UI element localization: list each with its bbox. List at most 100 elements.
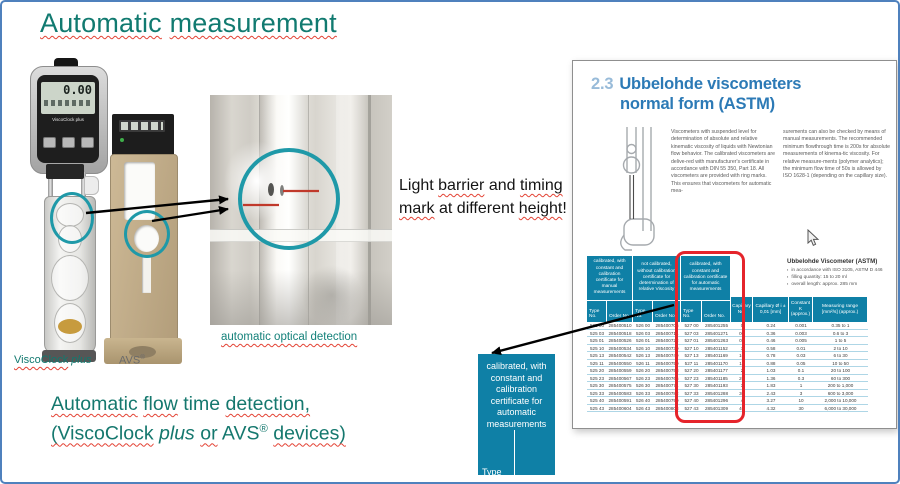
table-cell: 526 00 bbox=[633, 322, 653, 330]
table-cell: 0.78 bbox=[753, 352, 789, 360]
table-cell: 2 to 10 bbox=[813, 345, 868, 352]
viscoclock-label: ViscoClock plus bbox=[14, 354, 92, 366]
table-cell: 525 01 bbox=[587, 337, 607, 345]
callout-columns: Type No. Order No. bbox=[478, 430, 555, 482]
table-cell: 0.3 bbox=[789, 375, 813, 382]
table-group-manual: calibrated, with constant and calibratio… bbox=[587, 256, 632, 300]
table-cell: 3.27 bbox=[753, 397, 789, 405]
callout-text: calibrated, with constant and calibratio… bbox=[486, 361, 547, 429]
lcd-value: 0.00 bbox=[63, 83, 92, 97]
col-header-constant-k: Constant K (approx.) bbox=[789, 256, 812, 322]
table-cell: 0.46 bbox=[753, 337, 789, 345]
table-cell: 0.88 bbox=[753, 360, 789, 367]
viscoclock-faceplate-label: ViscoClock plus bbox=[52, 117, 84, 122]
table-cell: 527 01 bbox=[681, 337, 702, 345]
table-cell: 285400534 bbox=[607, 345, 633, 352]
table-cell: 285400749 bbox=[653, 352, 681, 360]
table-cell: 285401169 bbox=[702, 352, 731, 360]
table-cell: 285401152 bbox=[702, 345, 731, 352]
table-cell: 285400774 bbox=[653, 382, 681, 390]
viscoclock-device-image: 0.00 ViscoClock plus bbox=[26, 58, 110, 362]
table-cell: 527 40 bbox=[681, 397, 702, 405]
table-cell: 526 43 bbox=[633, 405, 653, 412]
table-group-relative: not calibrated, without calibration cert… bbox=[633, 256, 680, 300]
table-cell: 285400583 bbox=[607, 390, 633, 397]
table-group-automatic: calibrated, with constant and calibratio… bbox=[681, 256, 730, 300]
table-cell: 285401296 bbox=[702, 397, 731, 405]
table-cell: 285400766 bbox=[653, 375, 681, 382]
avs-display bbox=[119, 120, 165, 132]
table-cell: 525 33 bbox=[587, 390, 607, 397]
table-cell: 1.83 bbox=[753, 382, 789, 390]
viscoclock-bottom-cap bbox=[42, 350, 96, 362]
table-cell: 525 30 bbox=[587, 382, 607, 390]
viscoclock-clamp bbox=[46, 164, 84, 179]
table-cell: 527 00 bbox=[681, 322, 702, 330]
table-cell: 0.35 to 1 bbox=[813, 322, 868, 330]
col-header-measuring-range: Measuring range [mm²/s] (approx.) bbox=[813, 256, 867, 322]
table-cell: 527 13 bbox=[681, 352, 702, 360]
viscometer-diagram bbox=[620, 127, 655, 251]
col-header-order: Order No. bbox=[702, 301, 730, 322]
table-cell: 20 to 100 bbox=[813, 367, 868, 375]
doc-heading-line1: Ubbelohde viscometers bbox=[619, 75, 802, 93]
table-cell: 600 to 3,000 bbox=[813, 390, 868, 397]
table-cell: 527 03 bbox=[681, 330, 702, 337]
table-cell: 525 43 bbox=[587, 405, 607, 412]
avs-slot bbox=[142, 255, 151, 293]
table-cell: 285400567 bbox=[607, 375, 633, 382]
table-cell: 285400518 bbox=[607, 330, 633, 337]
table-cell: 525 23 bbox=[587, 375, 607, 382]
viscoclock-detection-circle bbox=[50, 192, 94, 244]
viscoclock-button bbox=[62, 137, 75, 148]
avs-led bbox=[120, 138, 124, 142]
table-cell: 527 11 bbox=[681, 360, 702, 367]
col-header-type: Type No. bbox=[587, 301, 606, 322]
table-cell: 285400750 bbox=[653, 360, 681, 367]
table-cell: 285400591 bbox=[607, 398, 633, 405]
table-cell: 285400575 bbox=[607, 383, 633, 390]
table-cell: 0.36 bbox=[753, 330, 789, 337]
viscoclock-body: 0.00 ViscoClock plus bbox=[30, 66, 108, 174]
table-cell: 526 10 bbox=[633, 345, 653, 352]
photo-caption: automatic optical detection bbox=[221, 331, 358, 343]
doc-body-col1: Viscometers with suspended level for det… bbox=[671, 129, 775, 194]
col-header-capillary-diameter: Capillary Ø i ± 0,01 [mm] bbox=[753, 256, 788, 322]
table-cell: 285400803 bbox=[653, 405, 681, 412]
table-cell: 0.003 bbox=[789, 330, 813, 337]
viscoclock-lcd: 0.00 bbox=[41, 82, 95, 114]
table-cell: 525 40 bbox=[587, 397, 607, 405]
table-cell: 525 13 bbox=[587, 352, 607, 360]
avs-base-hole bbox=[129, 346, 156, 358]
table-cell: 285400790 bbox=[653, 397, 681, 405]
photo-detection-circle bbox=[238, 148, 340, 250]
table-cell: 1.36 bbox=[753, 375, 789, 382]
table-cell: 525 11 bbox=[587, 360, 607, 367]
avs-label: AVS® bbox=[119, 354, 145, 367]
table-cell: 4.32 bbox=[753, 405, 789, 412]
light-barrier-note-line2: mark at different height! bbox=[399, 200, 567, 217]
col-header-type: Type No. bbox=[633, 301, 652, 322]
table-cell: 285401271 bbox=[702, 330, 731, 337]
page-title: Automatic measurement bbox=[40, 8, 337, 38]
table-cell: 0.05 bbox=[789, 360, 813, 367]
light-barrier-note-line1: Light barrier and timing bbox=[399, 177, 563, 194]
liquid-sample bbox=[58, 319, 82, 334]
table-cell: 527 20 bbox=[681, 367, 702, 375]
table-cell: 200 to 1,000 bbox=[813, 382, 868, 390]
table-cell: 6,000 to 30,000 bbox=[813, 405, 868, 412]
viscoclock-clip bbox=[84, 176, 99, 195]
automatic-column-highlight bbox=[675, 251, 745, 423]
table-cell: 527 43 bbox=[681, 405, 702, 412]
table-cell: 0.58 bbox=[753, 345, 789, 352]
table-cell: 285401288 bbox=[702, 390, 731, 397]
table-cell: 1 to 5 bbox=[813, 337, 868, 345]
table-cell: 30 bbox=[789, 405, 813, 412]
table-cell: 6 to 30 bbox=[813, 352, 868, 360]
lcd-segments bbox=[44, 100, 92, 106]
doc-info-title: Ubbelohde Viscometer (ASTM) bbox=[787, 258, 878, 265]
light-barrier-note: Light barrier and timing mark at differe… bbox=[399, 174, 567, 220]
table-cell: 285401170 bbox=[702, 360, 731, 367]
